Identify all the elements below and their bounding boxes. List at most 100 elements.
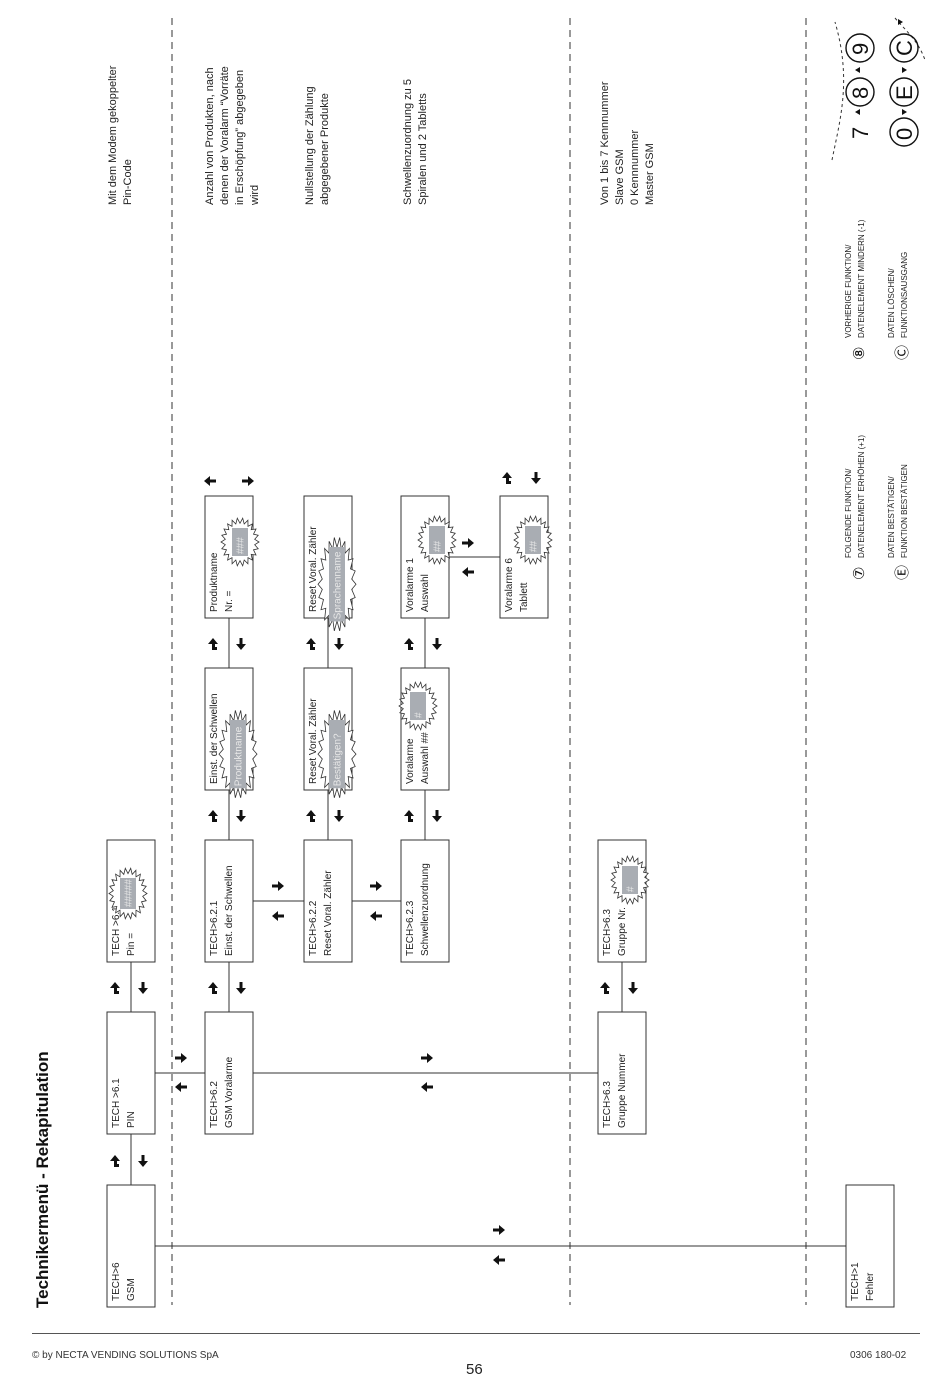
nav-arrow	[272, 911, 284, 921]
keypad-key-ring	[845, 33, 875, 63]
title-group: Technikermenü - Rekapitulation	[33, 1051, 52, 1308]
nav-arrow	[236, 982, 246, 994]
blink-value: ##	[433, 540, 444, 552]
nav-arrow	[334, 638, 344, 650]
nav-arrow	[208, 810, 218, 822]
blink-value: Sprachenname	[333, 551, 344, 619]
menu-box-line: Gruppe Nr.	[617, 907, 628, 956]
menu-box-line: Auswahl ##	[420, 732, 431, 784]
menu-box-frame	[106, 1011, 156, 1135]
nav-arrow	[493, 1255, 505, 1265]
nav-arrow	[493, 1225, 505, 1235]
nav-arrow	[462, 538, 474, 548]
menu-box-line: Gruppe Nummer	[617, 1053, 628, 1128]
legend-key-icon: Ⓔ	[894, 565, 911, 580]
keypad-key-ring	[845, 77, 875, 107]
keypad-key-ring	[889, 77, 919, 107]
menu-box-line: TECH>6.2.1	[209, 900, 220, 956]
note-line: Von 1 bis 7 Kennnummer	[599, 81, 611, 205]
blink-value: ##	[529, 540, 540, 552]
blink-field	[230, 720, 246, 789]
menu-box-tech621: TECH>6.2.1 Einst. der Schwellen	[204, 839, 254, 963]
menu-box-line: Fehler	[865, 1272, 876, 1301]
keypad-arrow-icon	[902, 109, 907, 115]
nav-arrow	[138, 1155, 148, 1167]
blink-field	[429, 526, 445, 554]
nav-arrow	[236, 638, 246, 650]
nav-arrow	[236, 810, 246, 822]
page-title: Technikermenü - Rekapitulation	[33, 1051, 52, 1308]
menu-box-line: TECH>1	[850, 1262, 861, 1301]
nav-arrow	[242, 476, 254, 486]
menu-box-line: TECH>6.3	[602, 909, 613, 956]
menu-box-frame	[106, 1184, 156, 1308]
menu-box-line: TECH>6.3	[602, 1081, 613, 1128]
nav-arrow	[175, 1082, 187, 1092]
menu-box-frame	[303, 839, 353, 963]
menu-box-line: PIN	[126, 1111, 137, 1128]
nav-arrow	[462, 567, 474, 577]
nav-arrow	[175, 1053, 187, 1063]
nav-arrow	[432, 810, 442, 822]
blink-value: ###	[236, 537, 247, 554]
nav-arrow	[421, 1053, 433, 1063]
note-line: Nullstellung der Zählung	[304, 86, 316, 205]
nav-arrow	[370, 881, 382, 891]
menu-box-tech63: TECH>6.3 Gruppe Nummer	[597, 1011, 647, 1135]
blink-field	[525, 526, 541, 554]
blink-value: Bestätigen?	[333, 733, 344, 786]
legend-text: DATENELEMENT ERHÖHEN (+1)	[857, 435, 866, 558]
menu-box-line: Voralarme 1	[405, 558, 416, 612]
nav-arrow	[531, 472, 541, 484]
keypad-key-9: 9	[848, 43, 873, 55]
note-line: Anzahl von Produkten, nach	[204, 67, 216, 205]
footer-rule	[32, 1333, 920, 1334]
nav-arrow	[628, 982, 638, 994]
menu-box-frame	[845, 1184, 895, 1308]
menu-box-line: Einst. der Schwellen	[224, 865, 235, 956]
keypad-key-E: E	[892, 85, 917, 100]
note-line: abgegebener Produkte	[319, 93, 331, 205]
nav-arrow	[208, 638, 218, 650]
blink-field	[410, 692, 426, 720]
nav-arrow	[306, 638, 316, 650]
nav-arrow	[370, 911, 382, 921]
menu-box-line: TECH >6.1	[111, 906, 122, 956]
menu-box-frame	[597, 1011, 647, 1135]
note-line: Schwellenzuordnung zu 5	[402, 79, 414, 205]
legend-text: DATEN LÖSCHEN/	[887, 268, 896, 338]
menu-box-line: TECH >6.1	[111, 1078, 122, 1128]
note-line: in Erschöpfung” abgegeben	[234, 70, 246, 205]
menu-box-line: Produktname	[209, 552, 220, 612]
menu-box-line: Voralarme 6	[504, 558, 515, 612]
nav-arrow	[208, 982, 218, 994]
menu-box-line: Voralarme	[405, 738, 416, 784]
doc-code: 0306 180-02	[850, 1350, 907, 1361]
menu-box-line: Pin =	[126, 933, 137, 956]
menu-box-line: Reset Voral. Zähler	[308, 526, 319, 612]
nav-arrow	[138, 982, 148, 994]
nav-arrow	[600, 982, 610, 994]
navigation-arrows	[110, 472, 638, 1265]
menu-box-frame	[204, 1011, 254, 1135]
keypad-arrow-icon	[855, 67, 860, 73]
menu-box-frame	[400, 839, 450, 963]
blink-value: Produktname	[234, 726, 245, 786]
blink-field	[232, 528, 248, 556]
menu-box-frame	[204, 839, 254, 963]
legend-text: FOLGENDE FUNKTION/	[844, 468, 853, 558]
legend-text: VORHERIGE FUNKTION/	[844, 244, 853, 338]
menu-box-line: TECH>6.2.2	[308, 900, 319, 956]
keypad-arrow-icon	[855, 109, 860, 115]
